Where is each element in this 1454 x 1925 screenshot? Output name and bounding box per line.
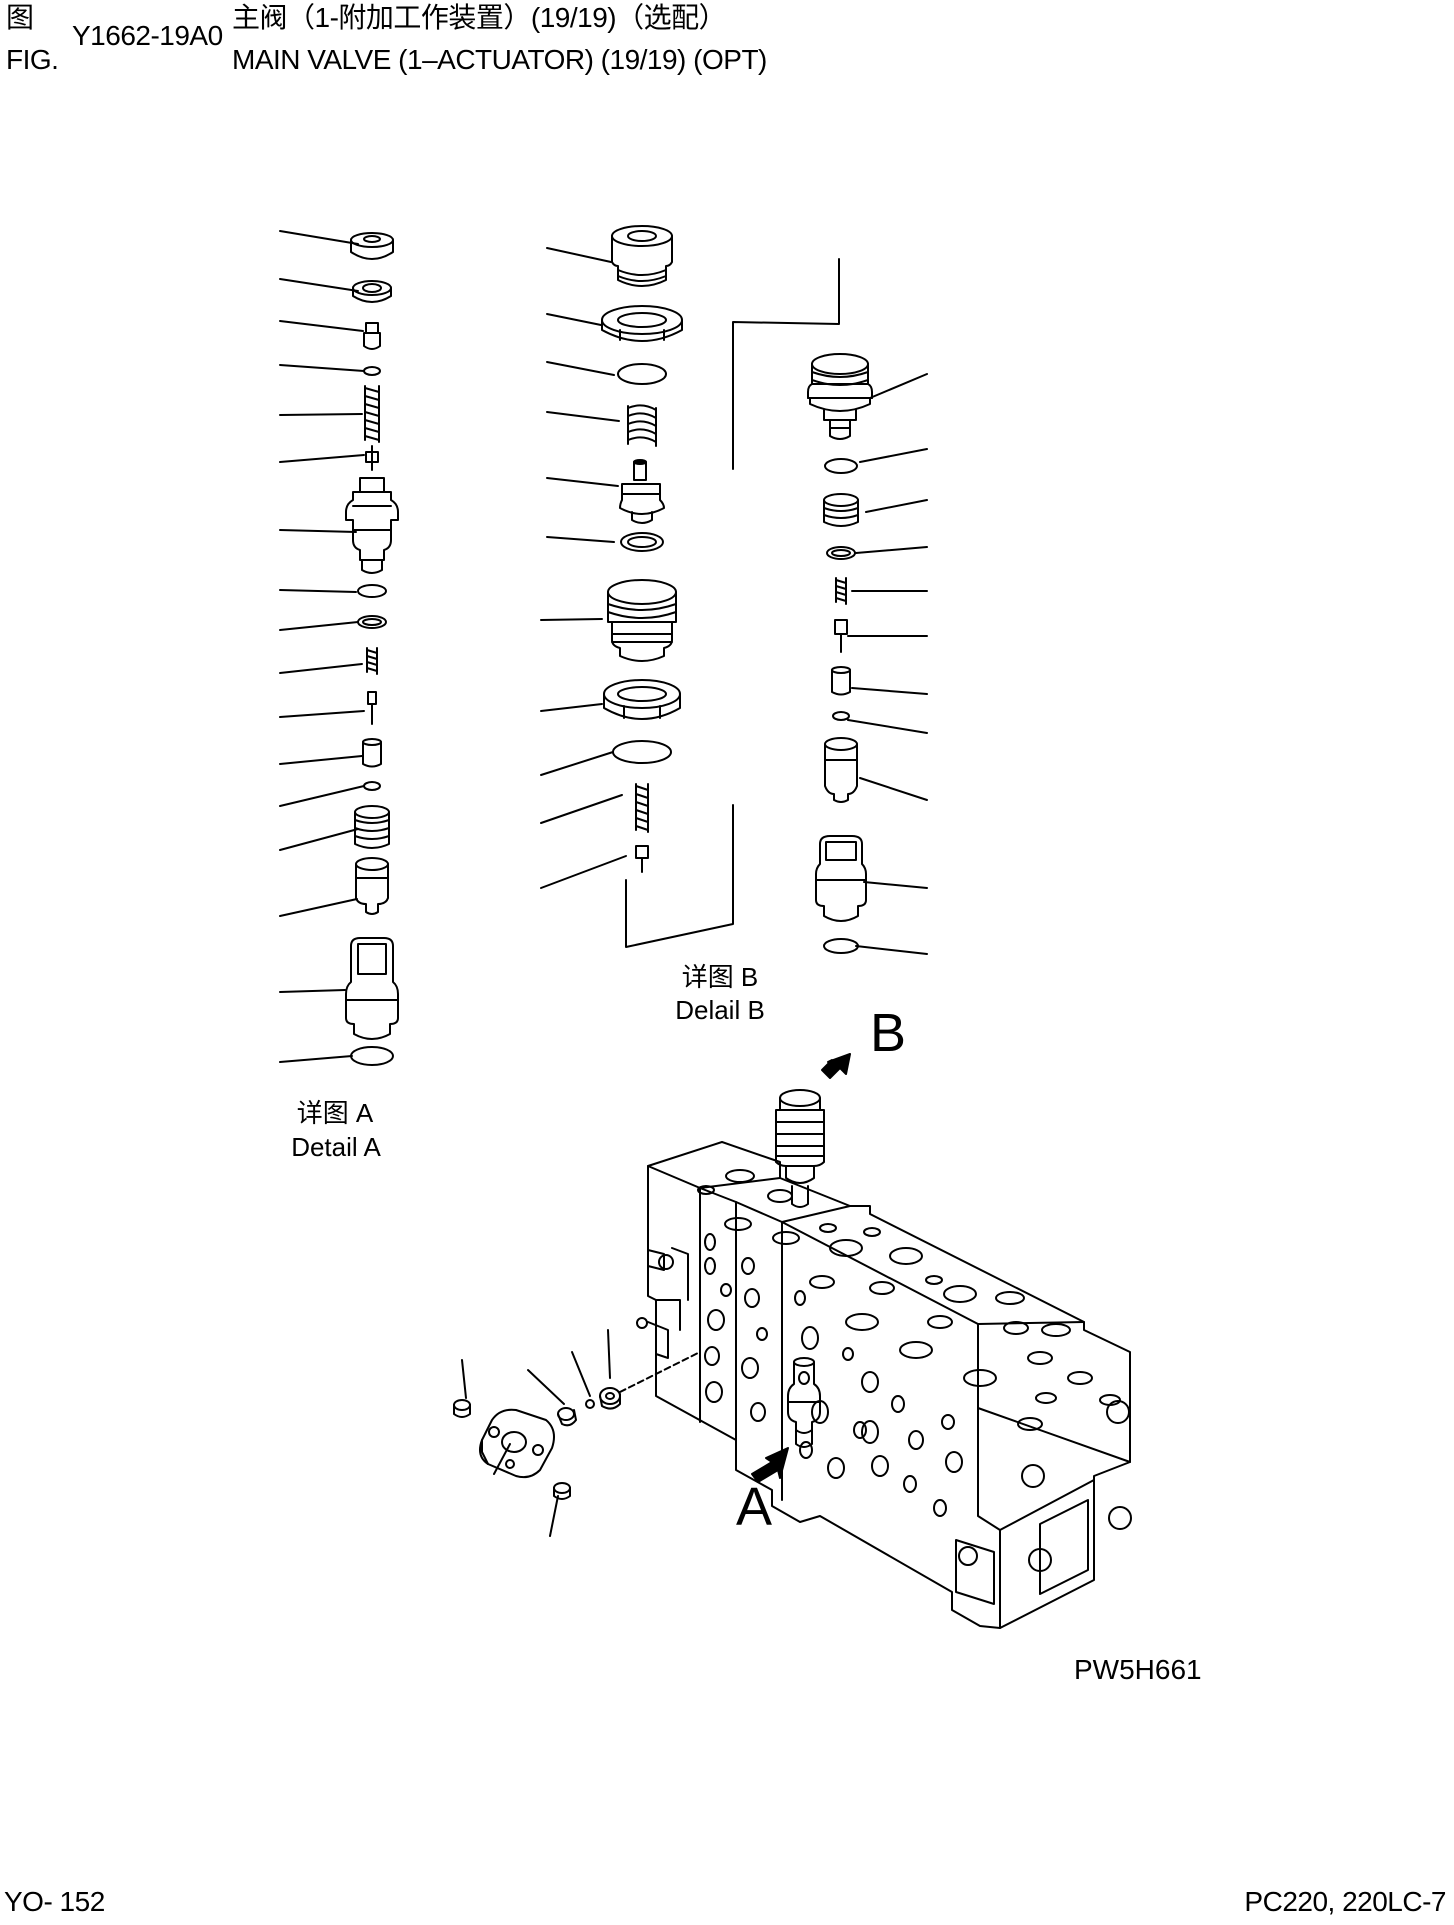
detail-a-parts [280, 231, 398, 1065]
detail-b-piston [825, 738, 857, 802]
valve-front-ports [705, 1234, 962, 1516]
title-cn: 主阀（1-附加工作装置）(19/19)（选配） [232, 2, 727, 33]
detail-b-spring [628, 405, 656, 446]
detail-b-bracket [626, 259, 839, 947]
detail-b-lock-nut-2 [604, 680, 680, 719]
detail-b-pin [636, 846, 648, 872]
detail-a-adjust-screw [364, 323, 380, 349]
detail-a-cap [351, 233, 393, 259]
detail-b-leader-lines-right [848, 374, 927, 954]
flange-o-ring [586, 1400, 594, 1408]
flange-block [480, 1410, 554, 1477]
detail-a-plug [346, 938, 398, 1039]
detail-b-spring-right [836, 578, 846, 604]
valve-top-ports [698, 1170, 1120, 1430]
detail-b-sleeve [608, 580, 676, 661]
title-en: MAIN VALVE (1–ACTUATOR) (19/19) (OPT) [232, 44, 767, 75]
detail-a-label-cn: 详图 A [296, 1098, 374, 1128]
detail-a-o-ring-small [364, 367, 380, 375]
detail-b-o-ring-2 [613, 741, 671, 763]
detail-b-cap [612, 226, 672, 286]
detail-a-o-ring-large [351, 1047, 393, 1065]
detail-b-leader-lines-left [541, 248, 626, 888]
drawing-code: PW5H661 [1074, 1654, 1202, 1685]
detail-a-piston [356, 858, 388, 914]
flange-spacer [600, 1388, 620, 1409]
flange-sleeve [558, 1408, 576, 1425]
detail-b-o-ring-1 [618, 364, 666, 384]
detail-b-backup-ring [621, 533, 663, 551]
detail-a-backup-ring [358, 616, 386, 628]
valve-bolts [959, 1401, 1131, 1571]
detail-b-o-ring-small [833, 712, 849, 720]
detail-a-spring [365, 386, 379, 442]
flange-parts [454, 1330, 700, 1536]
detail-b-parts-left [541, 226, 682, 888]
detail-a-spring-small [367, 648, 377, 674]
relief-valve-top [776, 1090, 824, 1207]
flange-bolt-2 [554, 1483, 570, 1499]
detail-a-poppet [366, 446, 378, 470]
detail-b-o-ring-3 [825, 459, 857, 473]
arrow-a [752, 1448, 788, 1482]
detail-a-sleeve [363, 739, 381, 767]
fig-number: Y1662-19A0 [72, 20, 223, 51]
detail-a-o-ring-1 [358, 585, 386, 597]
detail-b-label-cn: 详图 B [681, 962, 759, 992]
detail-b-backup-ring-2 [827, 547, 855, 559]
flange-bolt-1 [454, 1400, 470, 1417]
detail-b-sleeve-right [832, 667, 850, 695]
detail-a-pin [368, 692, 376, 724]
arrow-b [822, 1054, 850, 1078]
footer-page: YO- 152 [4, 1886, 105, 1917]
detail-a-threaded-ring [355, 806, 389, 848]
detail-b-pin-right [835, 620, 847, 652]
main-valve-body [637, 1142, 1131, 1628]
callout-b: B [870, 1003, 907, 1063]
detail-a-o-ring-2 [364, 782, 380, 790]
detail-b-cartridge [808, 354, 872, 439]
detail-a-leader-lines [280, 231, 364, 1062]
detail-a-label-en: Detail A [291, 1132, 381, 1162]
detail-b-label-en: Delail B [675, 995, 765, 1025]
detail-b-parts-right [808, 354, 927, 954]
footer-model: PC220, 220LC-7 [1244, 1886, 1446, 1917]
detail-b-o-ring-large [824, 939, 858, 953]
detail-a-nut [353, 281, 391, 302]
callout-a: A [736, 1477, 773, 1537]
fig-label-en: FIG. [6, 44, 59, 75]
detail-b-plug [816, 836, 866, 921]
detail-b-threaded-ring [824, 494, 858, 526]
detail-b-lock-nut [602, 306, 682, 341]
detail-b-poppet [620, 460, 664, 523]
detail-b-spring-small [636, 784, 648, 832]
relief-valve-side [788, 1358, 820, 1447]
detail-a-valve-body [346, 478, 398, 573]
fig-label-cn: 图 [6, 2, 34, 33]
